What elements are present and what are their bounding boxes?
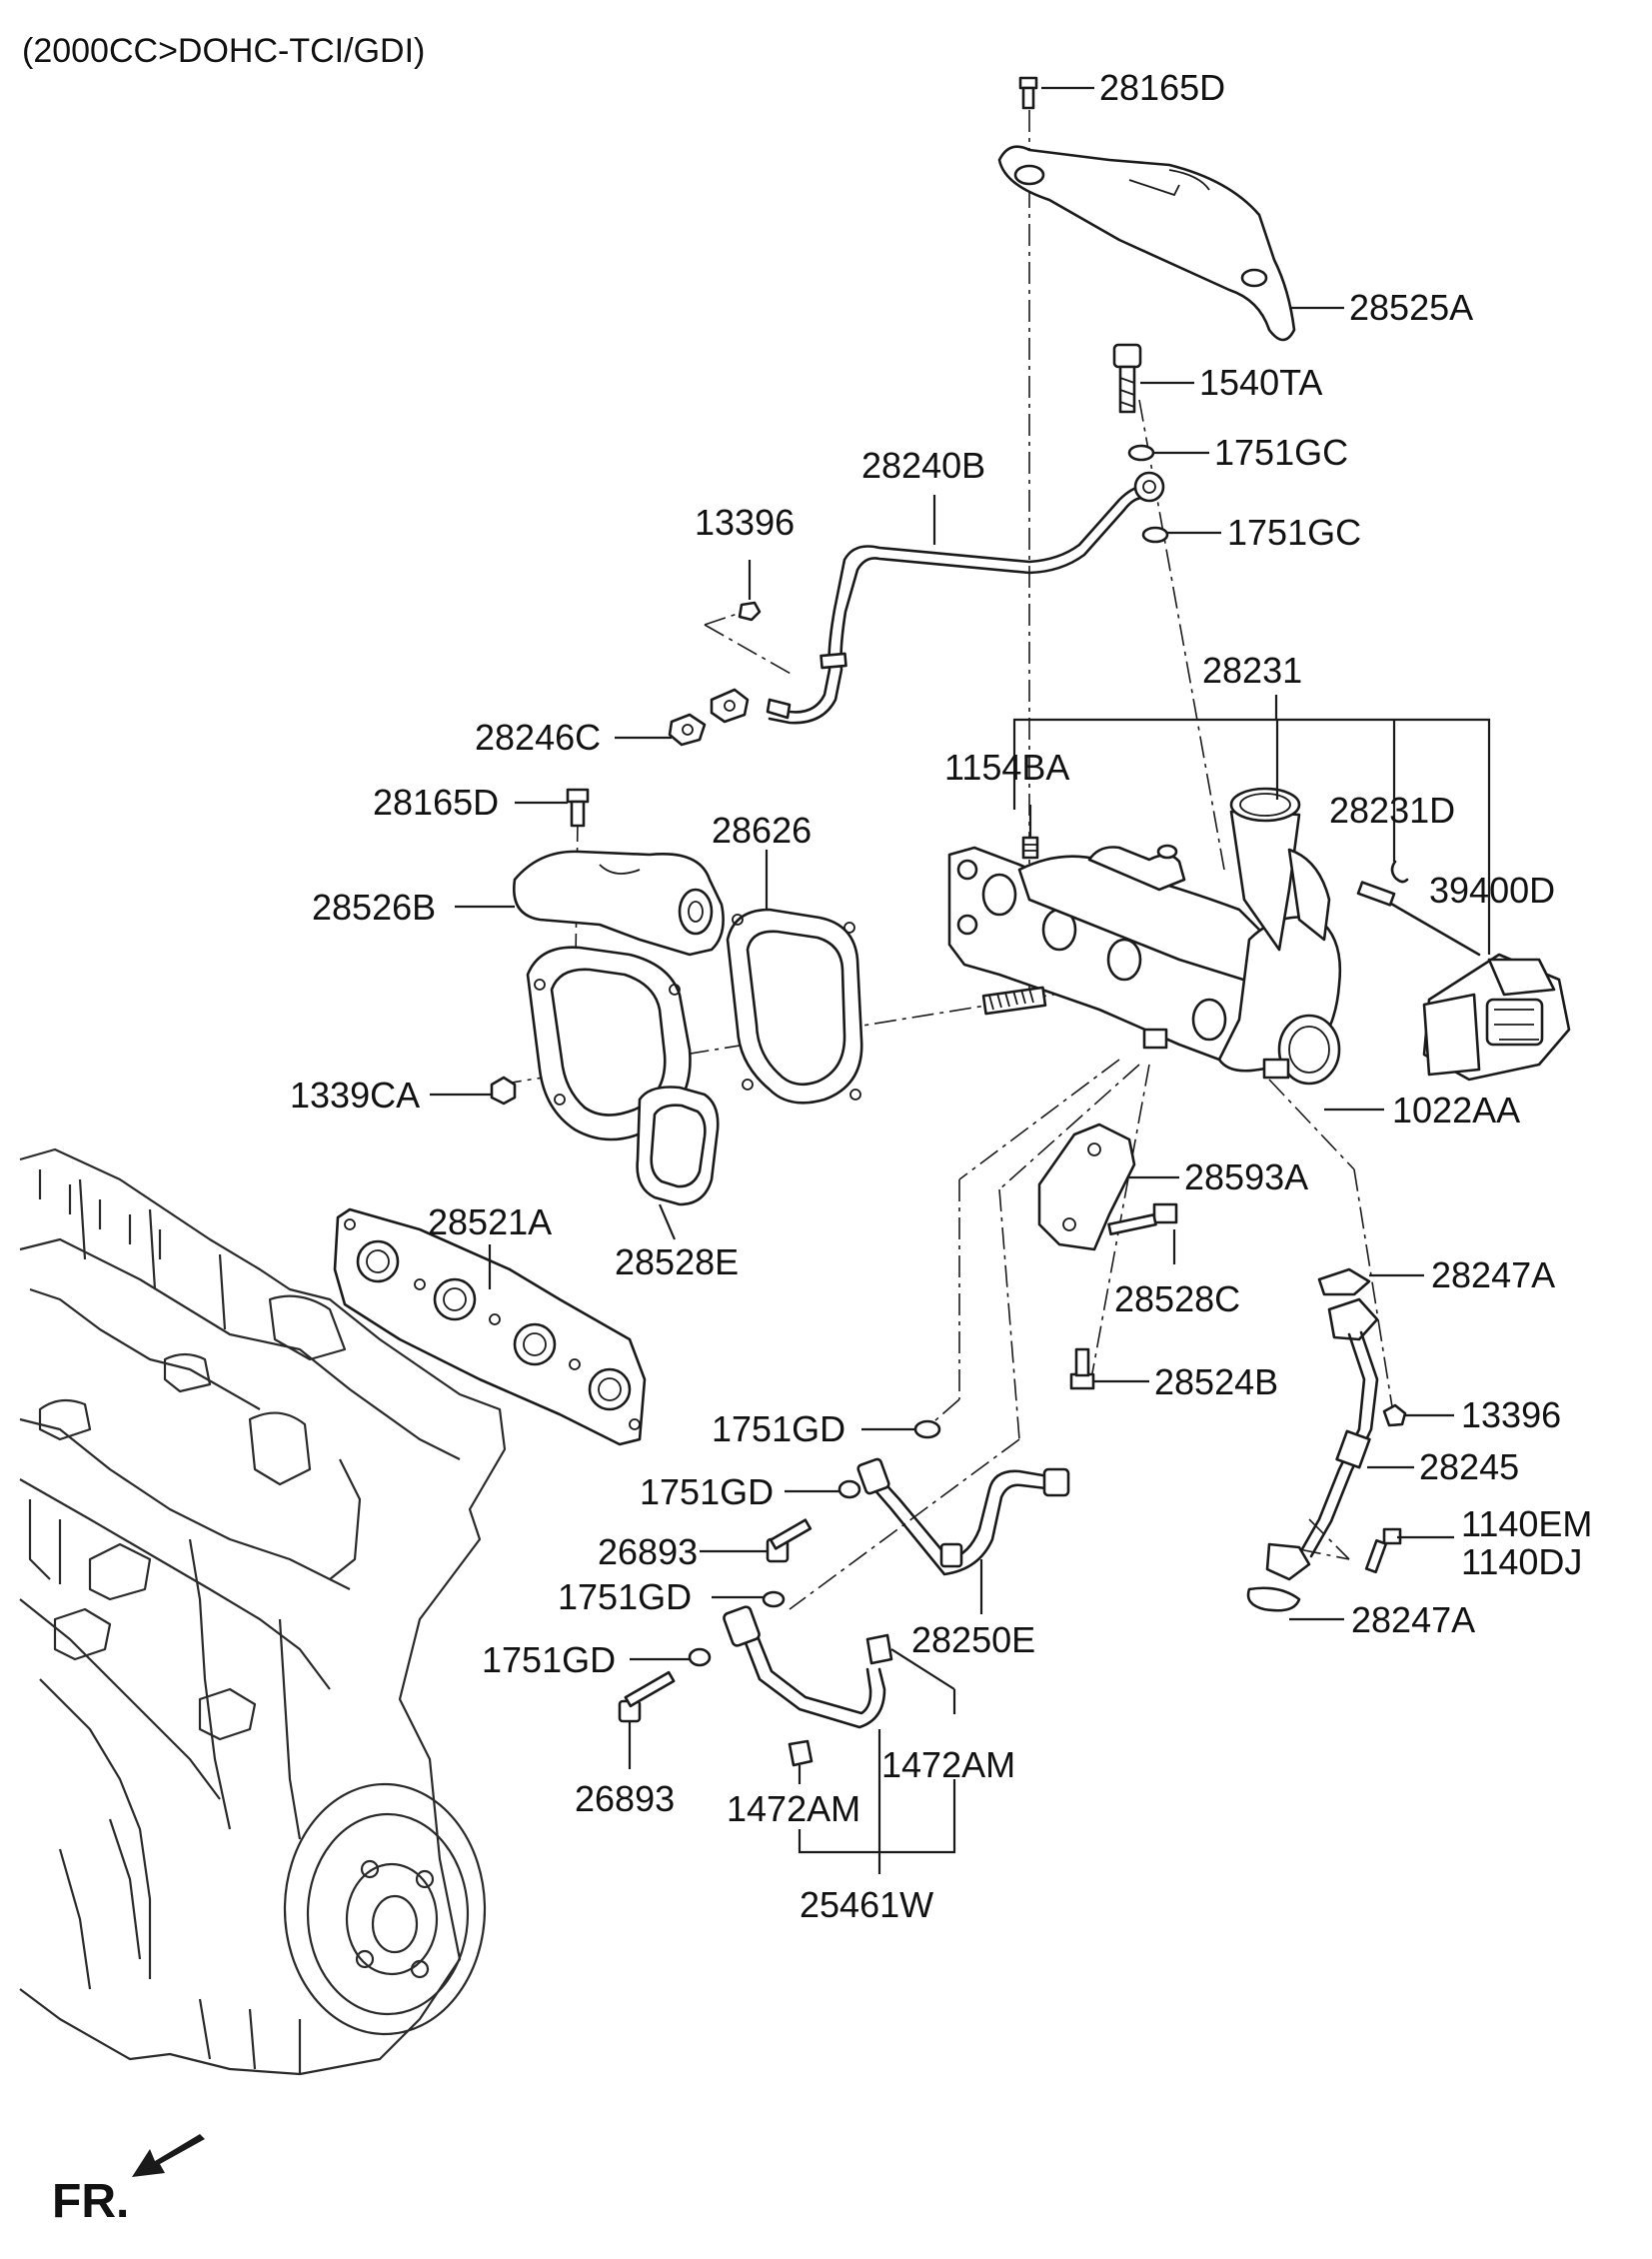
arrow-icon <box>132 2134 205 2177</box>
label-1751gd-c: 1751GD <box>558 1576 692 1617</box>
turbo-gasket-28626 <box>726 908 863 1105</box>
label-1022aa: 1022AA <box>1392 1090 1520 1130</box>
label-28240b: 28240B <box>861 445 985 486</box>
leader-lines <box>430 86 1491 1874</box>
label-28247a-upper: 28247A <box>1431 1254 1555 1295</box>
coolant-pipe-25461w <box>723 1605 886 1729</box>
washer-1751gd-d <box>688 1647 712 1667</box>
label-1751gd-d: 1751GD <box>482 1639 616 1680</box>
upper-heat-shield-28525a <box>997 145 1296 342</box>
bolt-28528c <box>1107 1202 1178 1235</box>
label-1751gd-a: 1751GD <box>712 1408 845 1449</box>
label-28250e: 28250E <box>911 1619 1035 1660</box>
label-28245: 28245 <box>1419 1446 1519 1487</box>
label-28528c: 28528C <box>1114 1278 1240 1319</box>
washer-1751gd-c <box>762 1590 786 1608</box>
engine-block-outline <box>19 1147 507 2076</box>
label-28231d: 28231D <box>1329 790 1455 831</box>
nut-13396-lower <box>1382 1403 1407 1427</box>
flange-gasket-28528e <box>636 1086 720 1206</box>
front-direction-indicator: FR. <box>52 2134 205 2228</box>
label-1339ca: 1339CA <box>290 1075 420 1116</box>
clip-28231d <box>1390 860 1409 884</box>
label-28231: 28231 <box>1202 650 1302 691</box>
coolant-pipe-28250e <box>856 1457 1070 1576</box>
washer-1751gc-upper <box>1127 444 1155 462</box>
label-28165d-left: 28165D <box>373 782 499 823</box>
banjo-bolt-1540ta <box>1112 343 1142 414</box>
part-labels: 28165D 28525A 1540TA 1751GC 28240B 1751G… <box>290 67 1592 1925</box>
label-28593a: 28593A <box>1184 1156 1308 1197</box>
label-1472am-upper: 1472AM <box>881 1744 1015 1785</box>
nut-13396-upper <box>738 601 762 622</box>
label-1540ta: 1540TA <box>1199 362 1322 403</box>
label-28526b: 28526B <box>312 887 436 928</box>
hose-cap-1472am-lower <box>788 1739 814 1767</box>
label-1154ba: 1154BA <box>944 747 1069 788</box>
label-28626: 28626 <box>712 810 812 851</box>
label-1140em: 1140EM <box>1461 1503 1592 1544</box>
label-28247a-lower: 28247A <box>1351 1599 1475 1640</box>
label-28165d-top: 28165D <box>1099 67 1225 108</box>
label-13396-lower: 13396 <box>1461 1394 1561 1435</box>
label-39400d: 39400D <box>1429 870 1555 911</box>
gasket-28247a-lower <box>1246 1586 1301 1612</box>
oil-return-pipe-28245 <box>1265 1267 1379 1581</box>
label-13396-upper: 13396 <box>695 502 795 543</box>
engine-spec-title: (2000CC>DOHC-TCI/GDI) <box>22 32 425 70</box>
label-1751gc-a: 1751GC <box>1214 432 1348 473</box>
label-28521a: 28521A <box>428 1201 552 1242</box>
nut-1339ca <box>490 1076 517 1106</box>
bolt-28524b <box>1069 1347 1095 1390</box>
label-26893-b: 26893 <box>575 1778 675 1819</box>
label-1140dj: 1140DJ <box>1461 1541 1582 1582</box>
oil-feed-pipe-28240b <box>768 471 1165 725</box>
banjo-bolt-26893-a <box>766 1518 813 1563</box>
banjo-bolt-26893-b <box>618 1670 676 1723</box>
label-25461w: 25461W <box>800 1884 933 1925</box>
heat-shield-28526b <box>512 850 725 957</box>
bolt-28165d-top <box>1018 76 1038 110</box>
label-26893-a: 26893 <box>598 1531 698 1572</box>
washer-1751gc-lower <box>1141 526 1169 544</box>
exhaust-manifold-gasket-28521a <box>333 1207 647 1446</box>
turbocharger-assembly-28231 <box>947 787 1342 1086</box>
label-1751gd-b: 1751GD <box>640 1471 774 1512</box>
label-28525a: 28525A <box>1349 287 1473 328</box>
washer-1751gd-a <box>913 1419 941 1439</box>
wastegate-actuator-39400d <box>1356 881 1571 1082</box>
bolt-28165d-left <box>566 788 590 828</box>
hose-cap-1472am-upper <box>865 1633 893 1665</box>
gasket-28247a-upper <box>1317 1267 1371 1296</box>
support-bracket-28593a <box>1037 1123 1136 1251</box>
label-28528e: 28528E <box>615 1241 739 1282</box>
label-1472am-lower: 1472AM <box>727 1788 860 1829</box>
washer-1751gd-b <box>837 1479 861 1499</box>
bolt-1140em <box>1364 1527 1402 1574</box>
label-1751gc-b: 1751GC <box>1227 512 1361 553</box>
label-28524b: 28524B <box>1154 1361 1278 1402</box>
pipe-clamp-28246c <box>668 688 792 747</box>
front-label: FR. <box>52 2175 129 2228</box>
label-28246c: 28246C <box>475 717 601 758</box>
